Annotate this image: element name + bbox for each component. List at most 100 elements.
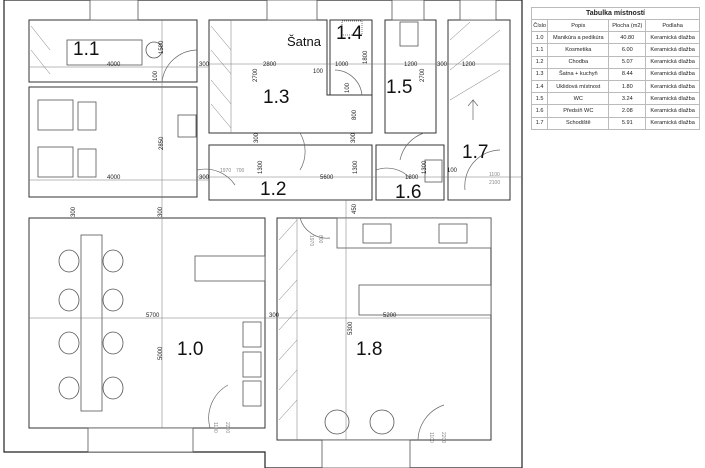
window [89, 0, 139, 21]
room-1-7 [447, 19, 511, 201]
table-cell: Schodiště [547, 116, 610, 130]
dimension-label: 300 [199, 62, 210, 68]
door-label: 2200 [440, 432, 446, 443]
table-cell: Předsíň WC [547, 104, 610, 118]
chair [102, 288, 124, 312]
table-cell: Keramická dlažba [645, 67, 700, 81]
table-cell: Chodba [547, 55, 610, 69]
table-cell: Kosmetika [547, 43, 610, 57]
chair [102, 376, 124, 400]
door-label: 1100 [212, 422, 218, 433]
door-label: 1970 [308, 235, 314, 246]
room-label: Šatna [287, 34, 322, 49]
room-1-8 [276, 217, 492, 441]
dimension-label: 300 [269, 313, 280, 319]
dimension-label: 100 [345, 82, 351, 93]
room-label: 1.6 [395, 182, 421, 203]
dimension-label: 800 [352, 109, 358, 120]
dimension-label: 300 [71, 206, 77, 217]
room-label: 1.0 [177, 339, 203, 360]
table-header: Číslo Popis Plocha (m2) Podlaha [530, 18, 700, 33]
dimension-label: 300 [351, 132, 357, 143]
table-cell: Keramická dlažba [645, 92, 700, 106]
table-cell: Keramická dlažba [645, 104, 700, 118]
table-cell: 8.44 [608, 67, 647, 81]
room-1-2 [208, 144, 373, 201]
door-label: 700 [236, 168, 245, 174]
dimension-label: 4000 [107, 62, 121, 68]
table-cell: Keramická dlažba [645, 55, 700, 69]
table-cell: 6.00 [608, 43, 647, 57]
dimension-label: 1300 [422, 160, 428, 174]
window [459, 0, 497, 21]
door-label: 2200 [224, 422, 230, 433]
dimension-label: 1500 [159, 40, 165, 54]
table-cell: Keramická dlažba [645, 79, 700, 94]
dimension-label: 1300 [353, 160, 359, 174]
door-label: 1100 [489, 172, 500, 178]
header-popis: Popis [547, 18, 610, 33]
dimension-label: 5200 [383, 313, 397, 319]
table-cell: Keramická dlažba [645, 116, 700, 130]
table-cell: 1.5 [530, 92, 549, 106]
table-cell: Keramická dlažba [645, 43, 700, 57]
dimension-label: 1800 [405, 175, 419, 181]
table-cell: Keramická dlažba [645, 31, 700, 45]
room-label: 1.7 [462, 142, 488, 163]
door-label: 800 [317, 235, 323, 244]
dimension-label: 300 [254, 132, 260, 143]
room-label: 1.1 [73, 39, 99, 60]
table-cell: Manikúra a pedikúra [547, 31, 610, 45]
chair [58, 376, 80, 400]
room-1-4 [329, 19, 373, 96]
table-cell: 1.1 [530, 43, 549, 57]
dimension-label: 100 [153, 70, 159, 81]
room-label: 1.3 [263, 87, 289, 108]
dimension-label: 1000 [335, 62, 349, 68]
room-label: 1.2 [260, 179, 286, 200]
table-cell: 5.07 [608, 55, 647, 69]
stair-arrow-icon [467, 99, 479, 120]
table-cell: 3.24 [608, 92, 647, 106]
dimension-label: 2700 [253, 68, 259, 82]
dimension-label: 2850 [159, 136, 165, 150]
header-plocha: Plocha (m2) [608, 18, 647, 33]
dimension-label: 5000 [158, 346, 164, 360]
window [266, 0, 318, 21]
table-cell: 2.08 [608, 104, 647, 118]
table-cell: 1.80 [608, 79, 647, 94]
room-label: 1.8 [356, 339, 382, 360]
dimension-label: 100 [447, 168, 458, 174]
window [391, 0, 425, 21]
door-label: 1100 [428, 432, 434, 443]
door-label: 2100 [489, 180, 500, 186]
header-cislo: Číslo [530, 18, 549, 33]
header-podlaha: Podlaha [645, 18, 700, 33]
dimension-label: 1800 [363, 50, 369, 64]
dimension-label: 4000 [107, 175, 121, 181]
dimension-label: 300 [158, 206, 164, 217]
dimension-label: 2700 [420, 68, 426, 82]
table-cell: 5.91 [608, 116, 647, 130]
table-cell: 1.0 [530, 31, 549, 45]
window [87, 427, 194, 453]
chair [58, 249, 80, 273]
dimension-label: 100 [313, 69, 324, 75]
table-cell: 1.2 [530, 55, 549, 69]
dimension-label: 300 [199, 175, 210, 181]
dimension-label: 1200 [462, 62, 476, 68]
rooms [28, 0, 511, 468]
table-cell: 1.3 [530, 67, 549, 81]
chair [102, 249, 124, 273]
window [321, 439, 411, 468]
table-cell: 1.7 [530, 116, 549, 130]
chair [58, 331, 80, 355]
